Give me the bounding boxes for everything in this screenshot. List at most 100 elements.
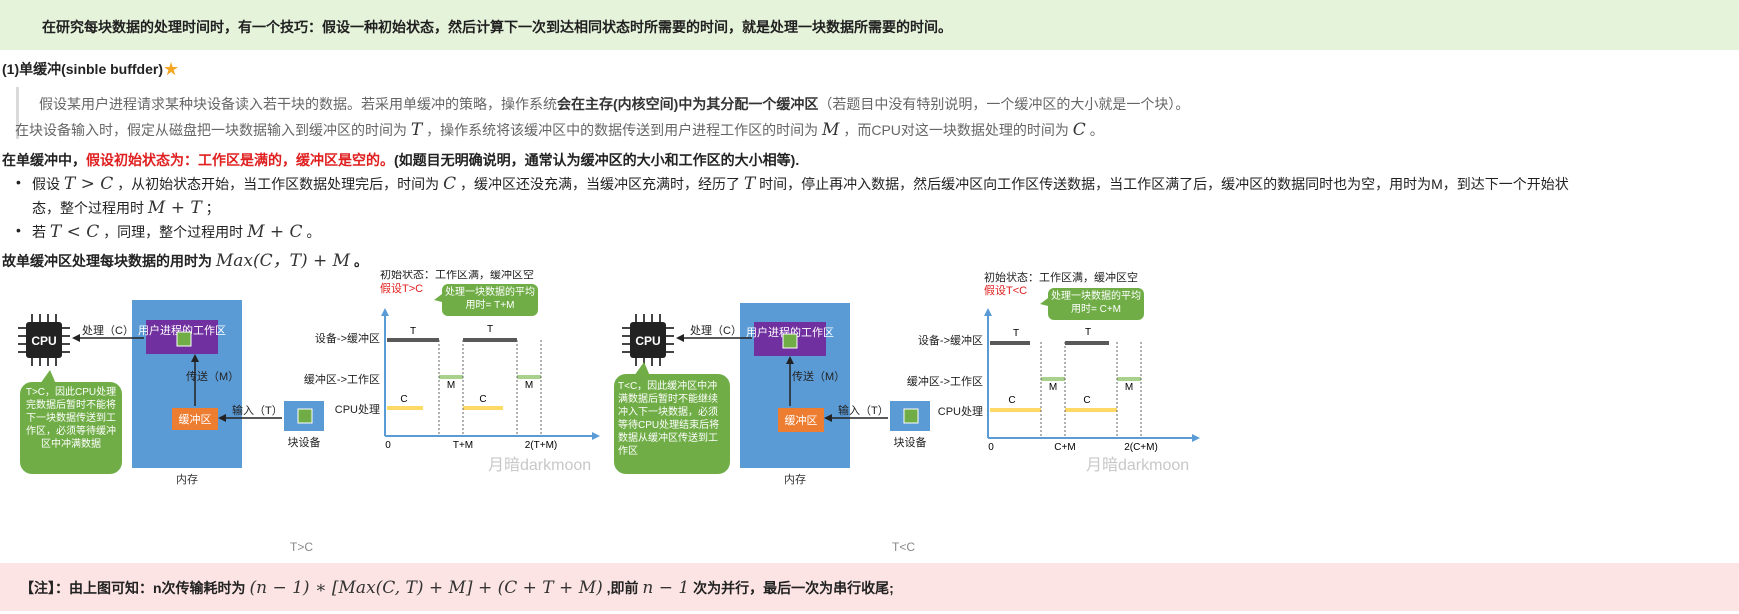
- memory-label: 内存: [176, 472, 198, 486]
- callout-text: 处理一块数据的平均用时= T+M: [445, 287, 535, 311]
- callout-box: [442, 284, 538, 316]
- cpu-chip-icon: [18, 314, 70, 366]
- callout-box: [1048, 288, 1144, 320]
- text: 假设: [32, 176, 60, 192]
- arrow-head: [1192, 434, 1200, 442]
- tick-2: 2(T+M): [525, 440, 558, 451]
- tick-2: 2(C+M): [1124, 442, 1158, 453]
- watermark: 月暗darkmoon: [488, 456, 591, 474]
- math: M + T: [147, 198, 202, 218]
- cpu-chip-icon: [622, 314, 674, 366]
- bullet-item-1: 假设 T > C ，从初始状态开始，当工作区数据处理完后，时间为 C ，缓冲区还…: [16, 174, 1569, 194]
- block-device-label: 块设备: [894, 435, 927, 449]
- caption-left: T>C: [290, 540, 314, 554]
- user-workarea-label: 用户进程的工作区: [138, 323, 226, 337]
- note-text: ,即前: [606, 580, 639, 596]
- row-label-cpu: CPU处理: [335, 403, 380, 416]
- bar-M-1: [1041, 377, 1065, 381]
- star-icon: ★: [163, 59, 180, 79]
- quote-text: ，而CPU对这一块数据处理的时间为: [843, 122, 1069, 138]
- arrow-head: [72, 334, 80, 342]
- arrow-head: [381, 308, 389, 316]
- assumption-line: 在单缓冲中，假设初始状态为：工作区是满的，缓冲区是空的。(如题目无明确说明，通常…: [2, 150, 799, 170]
- quote-text: 假设某用户进程请求某种块设备读入若干块的数据。若采用单缓冲的策略，操作系统: [39, 96, 557, 112]
- explanation-bubble-text-box: T<C，因此缓冲区中冲满数据后暂时不能继续冲入下一块数据，必须等待CPU处理结束…: [618, 381, 720, 457]
- tick-0: 0: [385, 440, 391, 451]
- explanation-text: T>C，因此CPU处理完数据后暂时不能将下一块数据传送到工作区，必须等待缓冲区中…: [25, 387, 117, 450]
- arrow-head: [984, 308, 992, 316]
- cpu-label: CPU: [635, 334, 660, 348]
- data-block: [903, 408, 919, 424]
- diagram-left: CPU 内存 用户进程的工作区 缓冲区 传送（M） 处理（C） 块设备 输入（T…: [18, 270, 600, 486]
- text: 。: [306, 224, 321, 240]
- callout-pointer: [434, 294, 442, 302]
- bar-label: M: [1049, 382, 1057, 393]
- init-state-label: 初始状态：工作区满，缓冲区空: [984, 270, 1138, 284]
- bar-C-1: [990, 408, 1041, 412]
- conclusion-line: 故单缓冲区处理每块数据的用时为 Max(C，T) + M 。: [2, 246, 368, 271]
- quote-text: ，操作系统将该缓冲区中的数据传送到用户进程工作区的时间为: [426, 122, 819, 138]
- bullet-item-2: 若 T < C ，同理，整个过程用时 M + C 。: [16, 222, 320, 242]
- quote-text: 在块设备输入时，假定从磁盘把一块数据输入到缓冲区的时间为: [15, 122, 407, 138]
- process-label: 处理（C）: [690, 324, 742, 337]
- math: T > C: [63, 174, 114, 194]
- note-banner: 【注】：由上图可知：n次传输耗时为 (n − 1) ∗ [Max(C, T) +…: [0, 563, 1739, 611]
- assume-label: 假设T>C: [380, 281, 423, 295]
- tip-text: 在研究每块数据的处理时间时，有一个技巧：假设一种初始状态，然后计算下一次到达相同…: [42, 19, 952, 35]
- assumption-lead: 在单缓冲中，: [2, 152, 86, 168]
- assumption-note: (如题目无明确说明，通常认为缓冲区的大小和工作区的大小相等).: [394, 152, 800, 168]
- bar-label: T: [1085, 327, 1091, 338]
- bullet-item-1-continued: 态，整个过程用时 M + T ；: [32, 198, 220, 218]
- caption-right: T<C: [892, 540, 916, 554]
- arrow-head: [786, 356, 794, 364]
- assumption-highlight: 假设初始状态为：工作区是满的，缓冲区是空的。: [86, 152, 394, 168]
- bar-M-2: [1117, 377, 1141, 381]
- row-label-device: 设备->缓冲区: [315, 331, 380, 345]
- tip-banner: 在研究每块数据的处理时间时，有一个技巧：假设一种初始状态，然后计算下一次到达相同…: [0, 0, 1739, 50]
- conclusion-end: 。: [353, 253, 368, 269]
- explanation-bubble-text-box: T>C，因此CPU处理完数据后暂时不能将下一块数据传送到工作区，必须等待缓冲区中…: [25, 387, 117, 450]
- callout-text-box: 处理一块数据的平均用时= T+M: [445, 287, 535, 311]
- bar-label: T: [1013, 328, 1019, 339]
- bar-T-1: [990, 341, 1030, 345]
- input-label: 输入（T）: [838, 403, 889, 417]
- buffer-label: 缓冲区: [785, 413, 818, 427]
- arrow-head: [824, 414, 832, 422]
- math-M: M: [822, 120, 840, 140]
- user-workarea-label: 用户进程的工作区: [746, 325, 834, 339]
- conclusion-math: Max(C，T) + M: [215, 251, 351, 271]
- callout-text-box: 处理一块数据的平均用时= C+M: [1051, 291, 1141, 315]
- transfer-label: 传送（M）: [792, 369, 845, 383]
- memory-label: 内存: [784, 472, 806, 486]
- row-label-cpu: CPU处理: [938, 405, 983, 418]
- tick-1: T+M: [453, 440, 473, 451]
- bar-T-2: [463, 338, 517, 342]
- bar-label: C: [479, 394, 486, 405]
- bubble-pointer: [634, 362, 650, 376]
- math-C: C: [1072, 120, 1086, 140]
- section-heading-text: (1)单缓冲(sinble buffder): [2, 61, 163, 77]
- text: 时间，停止再冲入数据，然后缓冲区向工作区传送数据，当工作区满了后，缓冲区的数据同…: [759, 176, 1569, 192]
- math: C: [443, 174, 457, 194]
- bullet-text: 若 T < C ，同理，整个过程用时 M + C 。: [16, 222, 321, 242]
- note-math: (n − 1) ∗ [Max(C, T) + M] + (C + T + M): [249, 578, 603, 598]
- arrow-head: [218, 414, 226, 422]
- quote-bold-text: 会在主存(内核空间)中为其分配一个缓冲区: [557, 96, 819, 112]
- data-block: [297, 408, 313, 424]
- tick-1: C+M: [1054, 442, 1075, 453]
- time-gridlines: [1040, 342, 1142, 438]
- quote-line-1: 假设某用户进程请求某种块设备读入若干块的数据。若采用单缓冲的策略，操作系统会在主…: [39, 94, 1189, 114]
- bar-M-1: [439, 375, 463, 379]
- callout-pointer: [1040, 298, 1048, 306]
- text: 若: [32, 224, 46, 240]
- input-label: 输入（T）: [232, 403, 283, 417]
- bar-label: M: [1125, 382, 1133, 393]
- bar-label: T: [487, 324, 493, 335]
- explanation-text: T<C，因此缓冲区中冲满数据后暂时不能继续冲入下一块数据，必须等待CPU处理结束…: [618, 381, 720, 457]
- text: ，缓冲区还没充满，当缓冲区充满时，经历了: [459, 176, 740, 192]
- buffer-box: [778, 408, 824, 432]
- bar-C-2: [1065, 408, 1117, 412]
- block-device-label: 块设备: [288, 435, 321, 449]
- bar-C-1: [387, 406, 423, 410]
- bar-label: T: [410, 326, 416, 337]
